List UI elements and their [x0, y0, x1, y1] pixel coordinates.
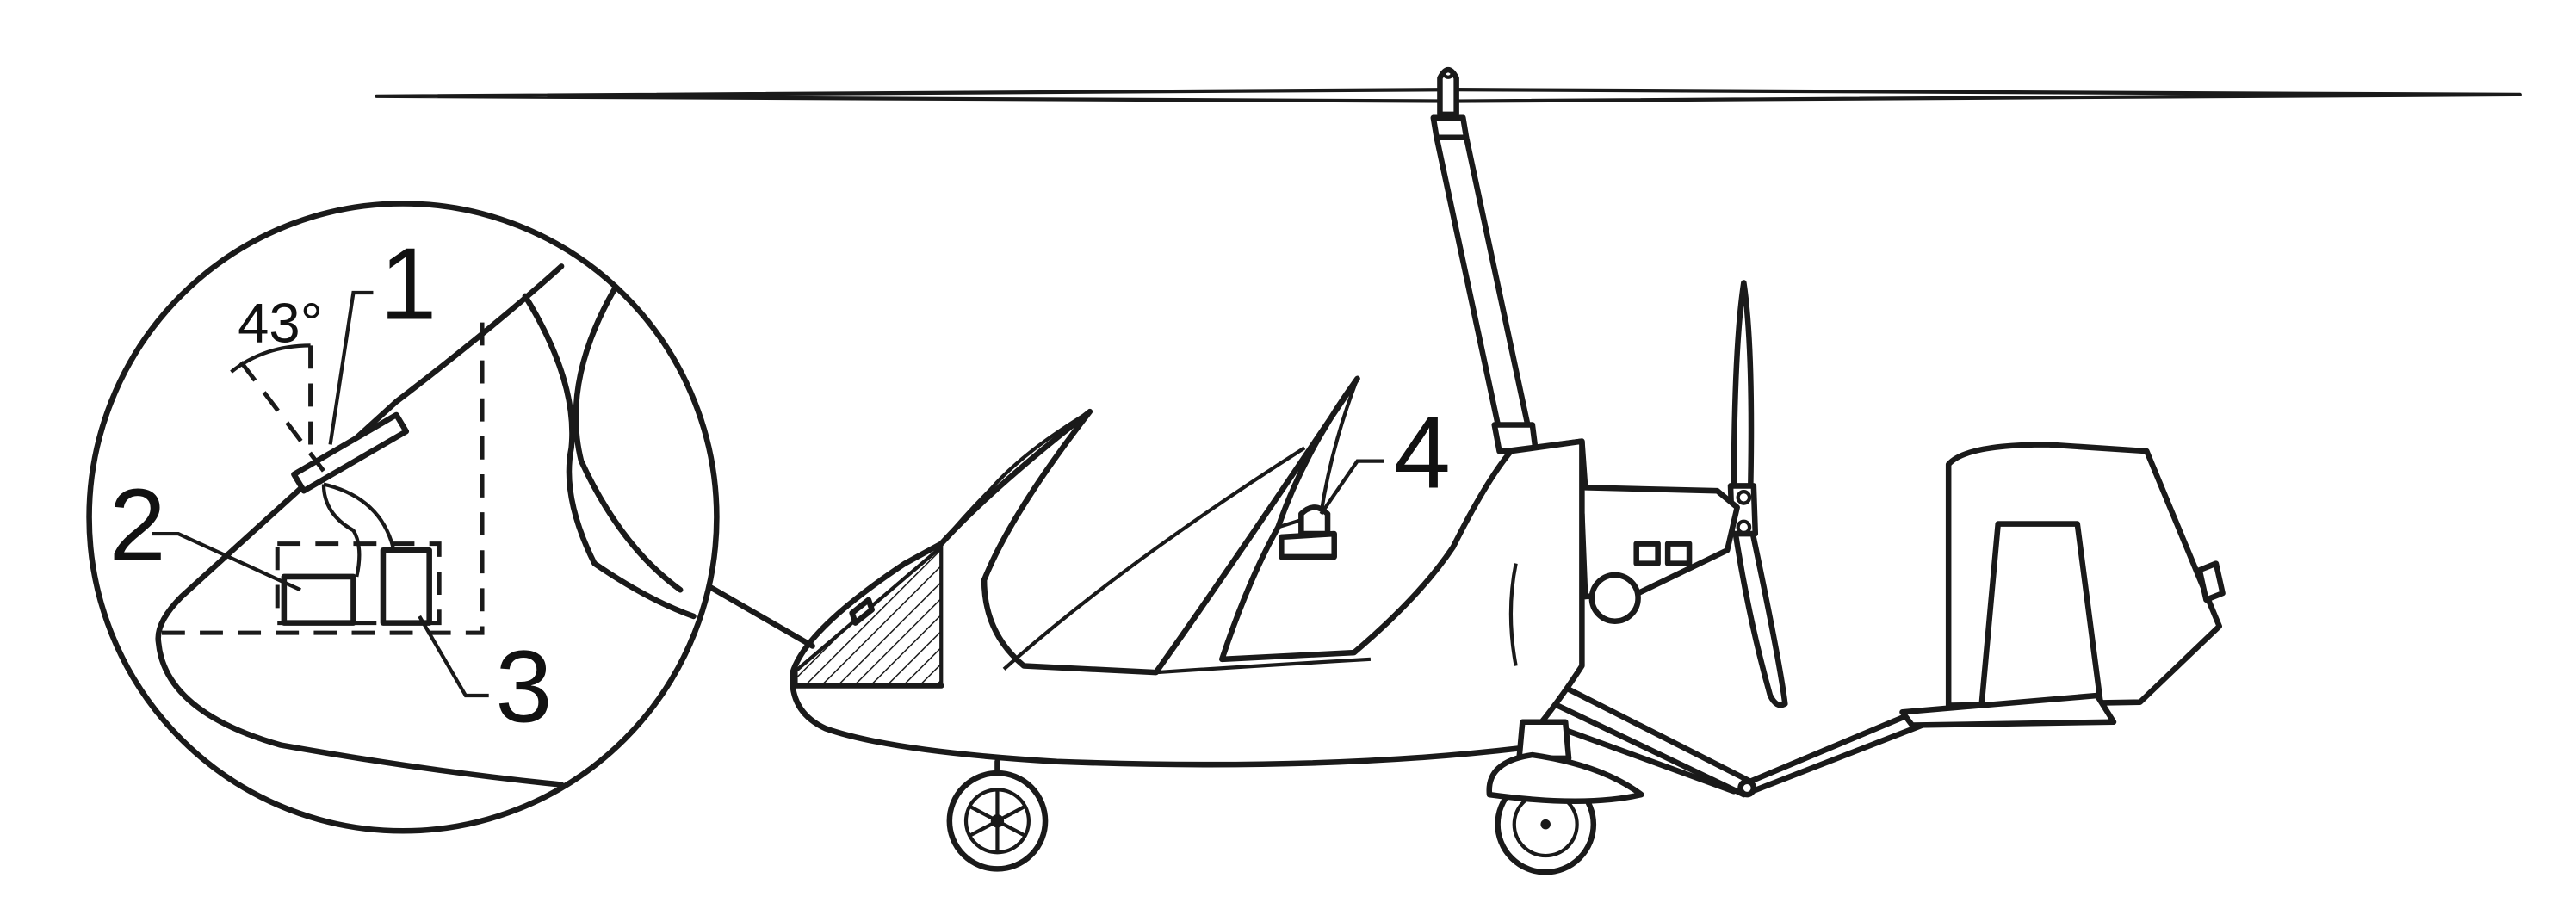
main-gear-leg — [1516, 719, 1572, 762]
main-wheel-axle — [1540, 819, 1551, 830]
leader-1 — [328, 290, 374, 445]
propeller — [1727, 280, 1788, 708]
tail-fin — [1899, 442, 2226, 728]
fuselage-body — [790, 375, 1585, 768]
nose-sensor — [849, 597, 875, 626]
propeller-blade-lower — [1731, 519, 1788, 708]
callout-leaders — [152, 290, 1384, 698]
rudder — [1978, 521, 2103, 708]
main-rotor — [375, 66, 2522, 118]
rotor-hub-bolt — [1442, 67, 1454, 79]
engine-wheel-fairing — [1588, 572, 1641, 624]
callout-3: 3 — [495, 630, 552, 745]
detail-cockpit-line — [522, 293, 697, 620]
detail-mount-outline — [161, 322, 485, 635]
engine-vent-left — [1633, 541, 1661, 566]
nose-hatched-area — [794, 542, 944, 688]
prop-bolt-upper — [1736, 490, 1752, 505]
fuselage — [790, 375, 1585, 768]
mast-fairing-line — [1508, 563, 1518, 666]
mast-tube — [1434, 134, 1533, 435]
detail-fuselage-outline — [155, 263, 565, 788]
callout-1: 1 — [380, 227, 437, 342]
item-2-box — [281, 573, 356, 626]
cockpit-rear-line — [1002, 446, 1306, 671]
propeller-blade-upper — [1731, 280, 1755, 501]
callout-4: 4 — [1394, 395, 1451, 510]
detail-frame-line — [573, 286, 684, 593]
leader-4 — [1319, 459, 1384, 516]
item-1-cable-a — [321, 484, 362, 578]
nose-wheel-axle — [990, 814, 1005, 828]
windshield-front — [939, 410, 1091, 545]
detail-box-outline — [275, 541, 442, 626]
landing-gear — [946, 719, 1644, 875]
rotor-blade — [375, 88, 2522, 103]
item-4-base — [1279, 530, 1337, 560]
detail-view — [86, 201, 815, 834]
angle-ref-line — [239, 361, 325, 473]
leader-2 — [152, 531, 301, 592]
tail-light — [2196, 560, 2226, 603]
wheel-spat — [1486, 751, 1644, 805]
horizontal-stabilizer — [1899, 692, 2117, 728]
engine-vent-right — [1664, 541, 1693, 566]
boom-pivot — [1737, 778, 1757, 798]
prop-bolt-lower — [1736, 519, 1752, 535]
callout-2: 2 — [109, 468, 166, 583]
angle-label: 43° — [238, 292, 323, 355]
leader-3 — [418, 615, 489, 698]
rotor-mast — [1430, 114, 1539, 454]
angle-arc — [230, 343, 311, 374]
detail-leader-line — [700, 580, 815, 649]
item-3-box — [380, 547, 432, 626]
mast-head — [1430, 114, 1470, 141]
seat-base — [1155, 657, 1372, 675]
item-1-cable-b — [323, 482, 395, 547]
